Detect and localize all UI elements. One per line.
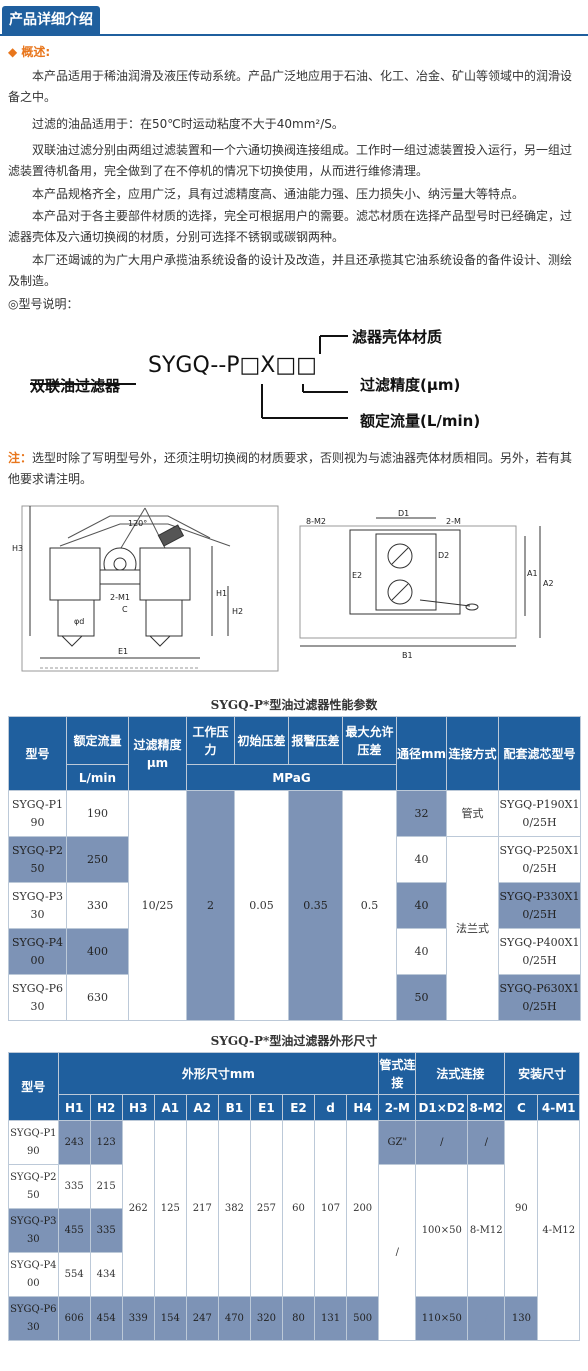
dim-label-d: φd xyxy=(74,617,84,626)
note: 注：选型时除了写明型号外，还须注明切换阀的材质要求，否则视为与滤油器壳体材质相同… xyxy=(8,448,580,490)
dim-label-a2: A2 xyxy=(543,579,554,588)
dim-label-2m: 2-M xyxy=(446,517,461,526)
table-row: SYGQ-P400 400 40 SYGQ-P400X10/25H xyxy=(8,928,581,975)
model-heading: ◎型号说明： xyxy=(8,297,79,311)
dim-label-a1: A1 xyxy=(527,569,538,578)
perf-unit-flow: L/min xyxy=(66,764,129,791)
perf-h-conn: 连接方式 xyxy=(446,716,499,791)
overview-para-1: 本产品适用于稀油润滑及液压传动系统。产品广泛地应用于石油、化工、冶金、矿山等领域… xyxy=(8,69,573,104)
dim-label-2m1: 2-M1 xyxy=(110,593,130,602)
overview-para-5: 本产品对于各主要部件材质的选择，完全可根据用户的需要。滤芯材质在选择产品型号时已… xyxy=(8,209,573,244)
dim-label-h3: H3 xyxy=(12,544,23,553)
model-code-diagram: SYGQ--P□X□□ 双联油过滤器 滤器壳体材质 过滤精度(μm) 额定流量(… xyxy=(30,328,480,430)
overview-title: ◆ 概述: xyxy=(8,45,51,59)
technical-drawing: H3 120° 2-M1 C H1 H2 φd E1 8-M2 D1 2-M E… xyxy=(12,505,554,672)
dim-table-caption: SYGQ-P*型油过滤器外形尺寸 xyxy=(210,1034,378,1048)
dim-label-e2: E2 xyxy=(352,571,362,580)
perf-h-model: 型号 xyxy=(8,716,67,791)
overview-para-2: 过滤的油品适用于：在50℃时运动粘度不大于40mm²/S。 xyxy=(32,117,344,131)
note-title: 注： xyxy=(8,451,33,465)
dim-h-outer: 外形尺寸mm xyxy=(57,1052,380,1095)
section-title-tab: 产品详细介绍 xyxy=(2,6,100,34)
side-view: H3 120° 2-M1 C H1 H2 φd E1 xyxy=(12,505,279,672)
perf-h-init: 初始压差 xyxy=(234,716,289,765)
dim-label-c: C xyxy=(122,605,128,614)
label-rated-flow: 额定流量(L/min) xyxy=(360,412,480,430)
perf-unit-pressure: MPaG xyxy=(186,764,397,791)
note-text: 选型时除了写明型号外，还须注明切换阀的材质要求，否则视为与滤油器壳体材质相同。另… xyxy=(8,451,573,486)
table-row: SYGQ-P630 630 50 SYGQ-P630X10/25H xyxy=(8,974,581,1021)
dim-h-model: 型号 xyxy=(8,1052,59,1121)
dim-label-b1: B1 xyxy=(402,651,413,660)
table-row: SYGQ-P190 190 10/25 2 0.05 0.35 0.5 32 管… xyxy=(8,790,581,1021)
table-row: SYGQ-P330 330 40 SYGQ-P330X10/25H xyxy=(8,882,581,929)
dim-label-h2: H2 xyxy=(232,607,243,616)
perf-h-work: 工作压力 xyxy=(186,716,235,765)
dim-label-d2: D2 xyxy=(438,551,449,560)
perf-table-caption: SYGQ-P*型油过滤器性能参数 xyxy=(210,698,378,712)
overview-para-3: 双联油过滤分别由两组过滤装置和一个六通切换阀连接组成。工作时一组过滤装置投入运行… xyxy=(8,143,573,178)
dim-h-install: 安装尺寸 xyxy=(504,1052,580,1095)
perf-h-dn: 通径mm xyxy=(396,716,447,791)
overview-para-6: 本厂还竭诚的为广大用户承揽油系统设备的设计及改造，并且还承揽其它油系统设备的备件… xyxy=(8,253,573,288)
dim-label-d1: D1 xyxy=(398,509,409,518)
label-housing-material: 滤器壳体材质 xyxy=(352,328,442,346)
dim-label-h1: H1 xyxy=(216,589,227,598)
perf-h-flow: 额定流量 xyxy=(66,716,129,765)
table-row: SYGQ-P400 554 434 xyxy=(8,1252,580,1297)
dim-table: 型号 外形尺寸mm 管式连接 法式连接 安装尺寸 H1 H2 H3 A1 A2 … xyxy=(8,1052,580,1341)
perf-h-max: 最大允许压差 xyxy=(342,716,397,765)
dim-label-e1: E1 xyxy=(118,647,128,656)
dim-h-flange: 法式连接 xyxy=(415,1052,506,1095)
overview-para-4: 本产品规格齐全，应用广泛，具有过滤精度高、通油能力强、压力损失小、纳污量大等特点… xyxy=(32,187,525,201)
dim-label-8m2: 8-M2 xyxy=(306,517,326,526)
section-header: 产品详细介绍 xyxy=(0,0,588,36)
model-left-label: 双联油过滤器 xyxy=(30,377,121,395)
perf-unit-um: μm xyxy=(146,755,169,770)
perf-h-elem: 配套滤芯型号 xyxy=(498,716,581,791)
table-row: SYGQ-P630 606 454 339 154 247 470 320 80… xyxy=(8,1296,580,1341)
perf-h-alarm: 报警压差 xyxy=(288,716,343,765)
dim-label-angle: 120° xyxy=(128,519,147,528)
label-precision: 过滤精度(μm) xyxy=(360,376,460,394)
model-code: SYGQ--P□X□□ xyxy=(148,353,317,378)
dim-h-pipe: 管式连接 xyxy=(378,1052,417,1095)
table-row: SYGQ-P190 243 123 262 125 217 382 257 60… xyxy=(8,1120,580,1341)
table-row: SYGQ-P330 455 335 xyxy=(8,1208,580,1253)
plan-view: 8-M2 D1 2-M E2 D2 A1 A2 B1 xyxy=(299,509,554,660)
